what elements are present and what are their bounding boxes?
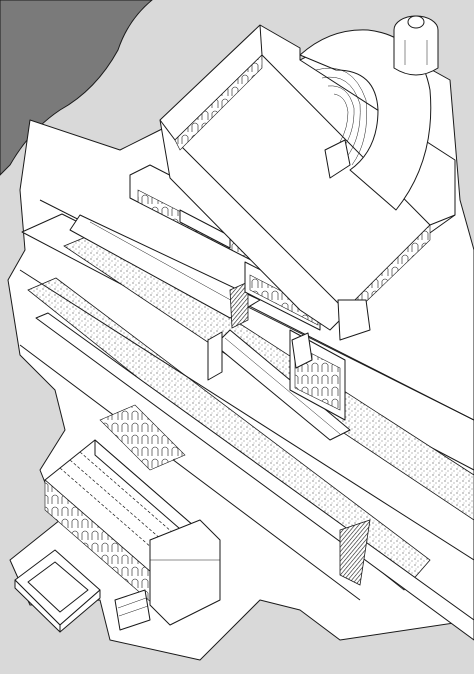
hatched-stair-1 <box>229 281 249 329</box>
amphitheater <box>299 29 432 211</box>
small-pier <box>207 331 313 381</box>
open-enclosure <box>14 549 101 633</box>
courtyard-building <box>159 24 456 341</box>
round-tower <box>393 15 439 76</box>
bottom-steps <box>114 589 151 631</box>
ramps <box>69 214 371 586</box>
hatched-stair-2 <box>339 519 371 586</box>
arcaded-hall <box>44 404 221 626</box>
river-water <box>0 0 153 176</box>
